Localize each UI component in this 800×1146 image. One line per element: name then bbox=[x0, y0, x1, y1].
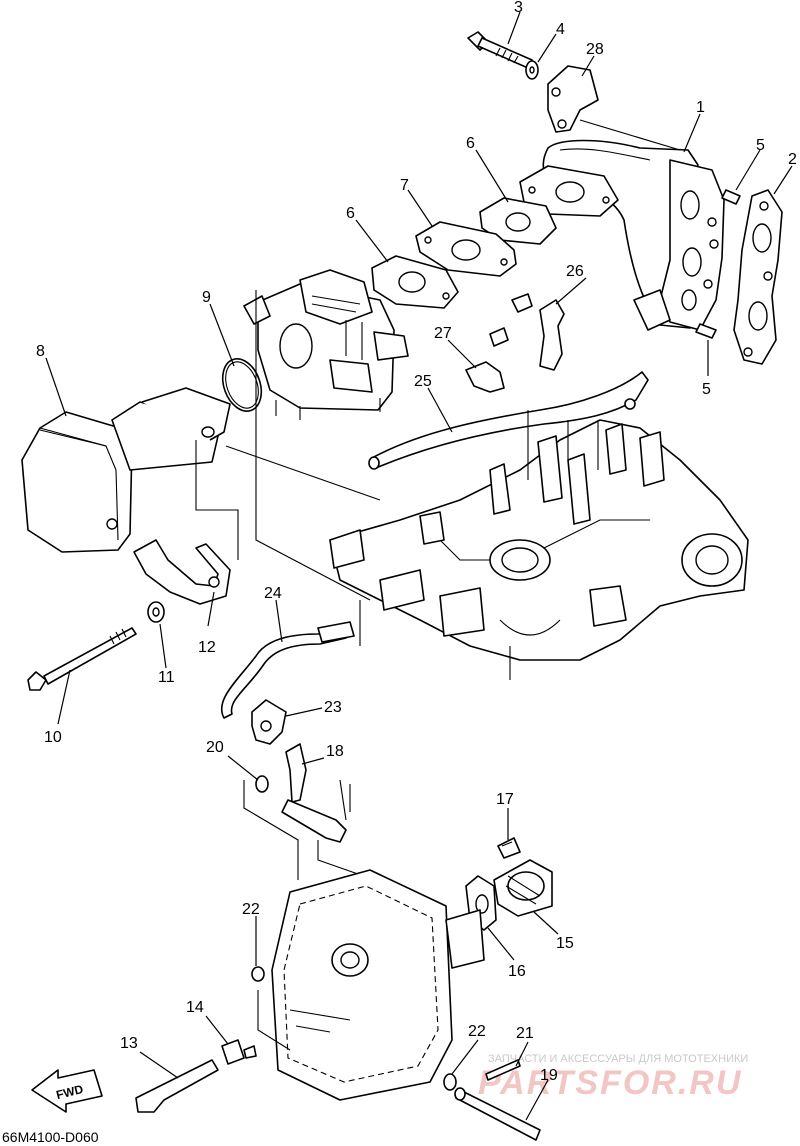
callout-26: 26 bbox=[566, 263, 584, 280]
pin-21 bbox=[485, 1059, 521, 1081]
washer-4 bbox=[525, 60, 539, 80]
callout-2: 2 bbox=[788, 151, 797, 168]
callout-8: 8 bbox=[36, 343, 45, 360]
callout-24: 24 bbox=[264, 585, 282, 602]
fuel-hose-25 bbox=[368, 371, 649, 470]
callout-numbers: 3 4 28 1 5 2 5 6 7 6 9 8 26 27 25 24 23 … bbox=[36, 0, 797, 1084]
diagram-code: 66M4100-D060 bbox=[2, 1129, 99, 1145]
fwd-label: FWD bbox=[55, 1082, 85, 1102]
bolt-10 bbox=[27, 627, 137, 691]
carb-spacer bbox=[415, 221, 517, 277]
callout-20: 20 bbox=[206, 739, 224, 756]
callout-25: 25 bbox=[414, 373, 432, 390]
assembly-lines bbox=[195, 290, 599, 1051]
dowel-pin-bottom bbox=[695, 323, 717, 339]
callout-23: 23 bbox=[324, 699, 342, 716]
callout-13: 13 bbox=[120, 1035, 138, 1052]
o-ring-9 bbox=[221, 358, 263, 412]
bolt-17 bbox=[497, 837, 521, 859]
fwd-arrow-icon: FWD bbox=[31, 1069, 103, 1113]
bracket-12 bbox=[133, 539, 231, 605]
callout-27: 27 bbox=[434, 325, 452, 342]
fitting-15 bbox=[493, 859, 553, 917]
callout-21: 21 bbox=[516, 1025, 534, 1042]
callout-3: 3 bbox=[514, 0, 523, 16]
clip-27 bbox=[465, 327, 509, 393]
dowel-pin-top bbox=[721, 189, 741, 205]
callout-1: 1 bbox=[696, 99, 705, 116]
manifold-gasket bbox=[733, 189, 783, 365]
callout-12: 12 bbox=[198, 639, 216, 656]
callout-22-lower: 22 bbox=[468, 1023, 486, 1040]
bolt-19 bbox=[454, 1087, 541, 1141]
callout-18: 18 bbox=[326, 743, 344, 760]
clip-23 bbox=[251, 699, 287, 745]
callout-15: 15 bbox=[556, 935, 574, 952]
clip-26 bbox=[511, 293, 565, 371]
watermark: ЗАПЧАСТИ И АКСЕССУАРЫ ДЛЯ МОТОТЕХНИКИ PA… bbox=[478, 1053, 748, 1102]
hose-24 bbox=[220, 621, 355, 719]
callout-6-upper: 6 bbox=[466, 135, 475, 152]
knob-13 bbox=[135, 1059, 219, 1113]
callout-5-top: 5 bbox=[756, 137, 765, 154]
watermark-brand: PARTSFOR.RU bbox=[478, 1064, 742, 1102]
callout-5-bottom: 5 bbox=[702, 381, 711, 398]
callout-28: 28 bbox=[586, 41, 604, 58]
washer-22-lower bbox=[443, 1073, 457, 1091]
callout-4: 4 bbox=[556, 21, 565, 38]
carb-gasket-upper bbox=[519, 165, 619, 217]
carb-gasket-lower bbox=[371, 255, 459, 309]
callout-17: 17 bbox=[496, 791, 514, 808]
carburetor bbox=[243, 269, 409, 420]
callout-9: 9 bbox=[202, 289, 211, 306]
callout-14: 14 bbox=[186, 999, 204, 1016]
callout-16: 16 bbox=[508, 963, 526, 980]
silencer-housing bbox=[271, 869, 485, 1101]
callout-22-upper: 22 bbox=[242, 901, 260, 918]
watermark-tagline: ЗАПЧАСТИ И АКСЕССУАРЫ ДЛЯ МОТОТЕХНИКИ bbox=[488, 1053, 748, 1065]
callout-10: 10 bbox=[44, 729, 62, 746]
callout-7: 7 bbox=[400, 177, 409, 194]
lever-18 bbox=[281, 743, 351, 843]
leader-lines bbox=[45, 11, 793, 1121]
bolt-3 bbox=[467, 31, 533, 69]
callout-6-lower: 6 bbox=[346, 205, 355, 222]
intake-manifold bbox=[542, 119, 725, 331]
intake-silencer bbox=[21, 387, 231, 553]
grommet-11 bbox=[147, 601, 165, 623]
callout-11: 11 bbox=[158, 669, 175, 686]
bracket-28 bbox=[547, 65, 599, 133]
washer-22-upper bbox=[251, 966, 265, 982]
spacer-gasket-upper bbox=[479, 197, 557, 245]
crankcase bbox=[329, 419, 749, 680]
screw-14 bbox=[221, 1039, 257, 1065]
washer-20 bbox=[255, 775, 269, 793]
callout-19: 19 bbox=[540, 1067, 558, 1084]
